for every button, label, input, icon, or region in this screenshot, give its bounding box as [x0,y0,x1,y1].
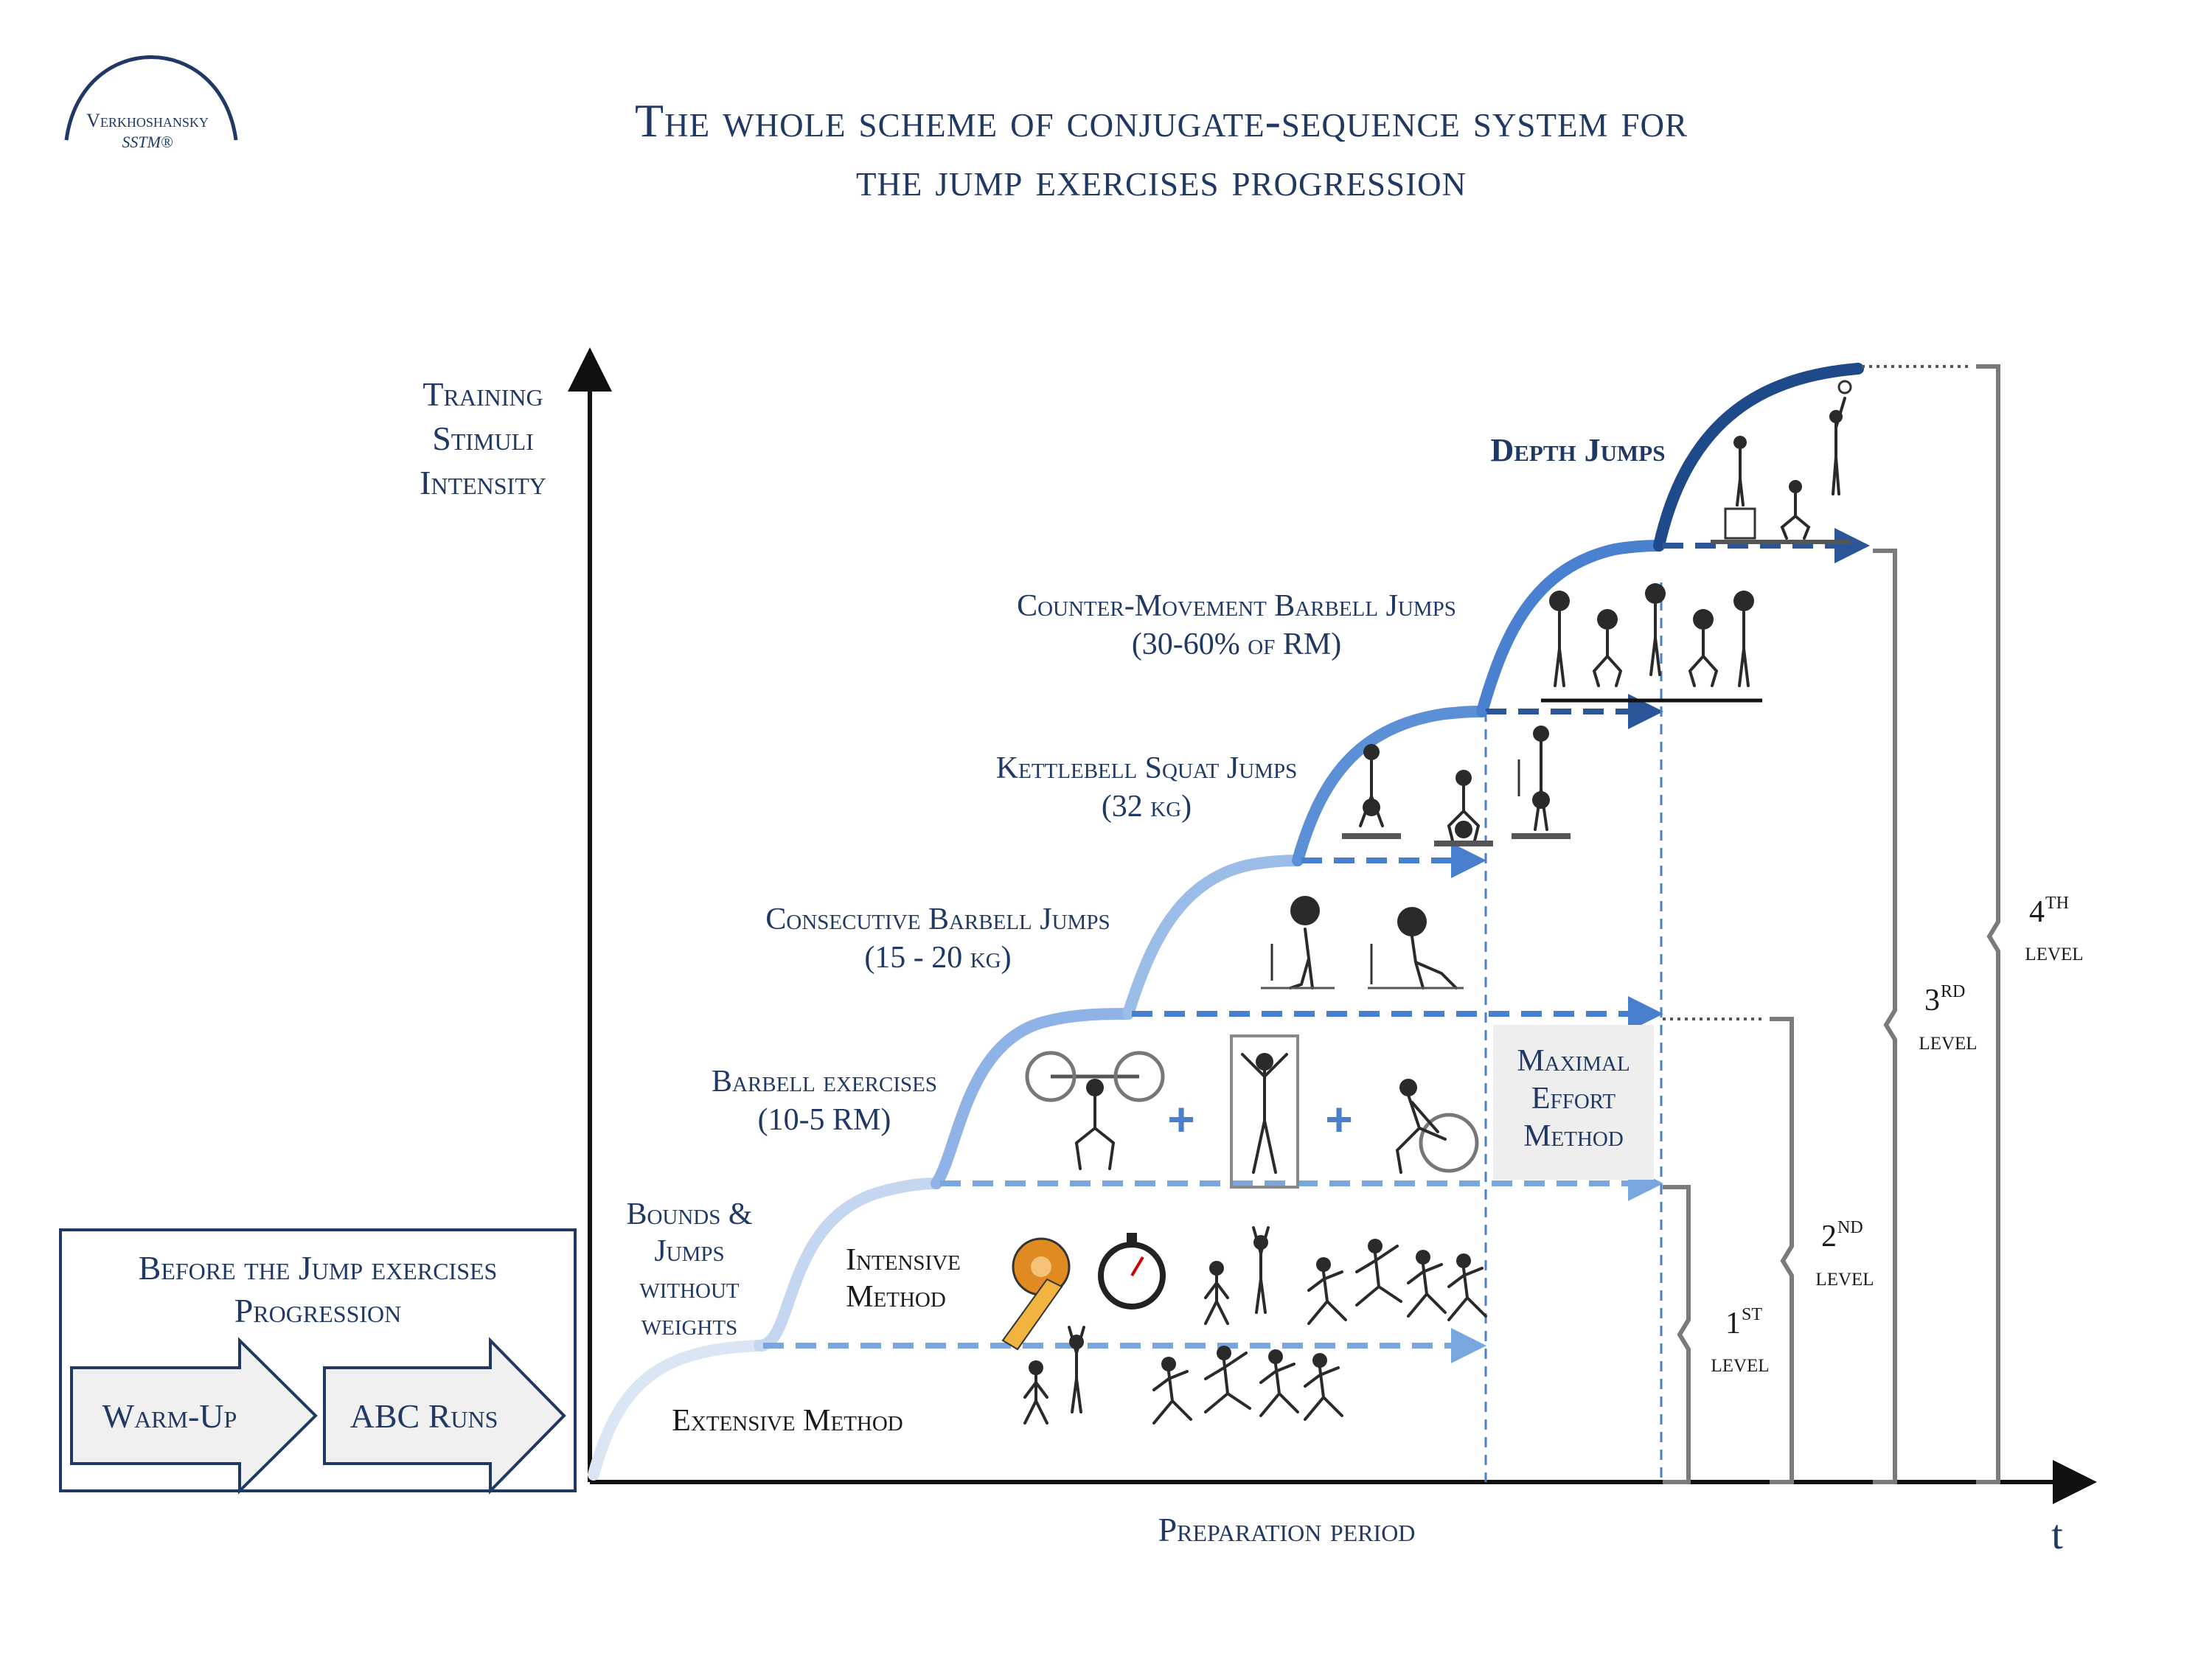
barbell-exercise-figures [1025,1034,1479,1189]
title-line2: the jump exercises progression [856,153,1467,206]
label-bounds-3: without [639,1271,740,1305]
dashed-arrows [763,528,1870,1363]
y-label-3: Intensity [420,464,546,501]
before-box-title-2: Progression [234,1292,402,1329]
label-kettlebell-2: (32 kg) [1102,790,1192,824]
label-barbell-2: (10-5 RM) [758,1103,891,1137]
curve-step-3 [931,1008,1134,1189]
level-brackets [1663,364,2000,1484]
level-4-num: 4 [2029,895,2045,929]
maximal-effort-1: Maximal [1517,1044,1630,1078]
before-box: Before the Jump exercises Progression Wa… [59,1228,577,1495]
level-3-sup: RD [1941,982,1965,1001]
curve-step-1 [588,1340,769,1481]
plus-sign-2: + [1325,1093,1352,1146]
label-intensive-2: Method [846,1280,946,1314]
label-depth-jumps: Depth Jumps [1490,432,1665,468]
curve-step-2 [754,1178,942,1352]
y-label-1: Training [422,375,543,413]
level-1-text: level [1711,1348,1769,1377]
label-kettlebell-1: Kettlebell Squat Jumps [996,751,1297,785]
level-4-sup: TH [2045,894,2069,913]
x-axis-symbol: t [2051,1512,2063,1558]
curve-step-5 [1292,706,1488,866]
countermovement-figures [1541,583,1762,703]
curve-step-6 [1476,540,1665,717]
logo: Verkhoshansky SSTM® [64,55,238,151]
level-2-sup: ND [1837,1218,1863,1237]
label-countermovement-1: Counter-Movement Barbell Jumps [1017,589,1456,623]
level-1-num: 1 [1725,1307,1741,1340]
maximal-effort-3: Method [1523,1119,1624,1153]
logo-line1: Verkhoshansky [86,110,209,131]
bracket-level-1 [1663,1185,1691,1484]
jump-figures-extensive [1023,1326,1343,1425]
label-consecutive-2: (15 - 20 kg) [864,941,1011,975]
label-bounds-2: Jumps [654,1234,724,1268]
bracket-level-2 [1770,1017,1794,1484]
before-box-title-1: Before the Jump exercises [139,1249,498,1287]
tape-measure-icon [1001,1237,1071,1351]
jump-figures-intensive [1204,1226,1487,1325]
label-extensive: Extensive Method [672,1404,903,1438]
exercise-illustrations [1023,380,1852,1425]
bracket-level-3 [1873,549,1897,1484]
bracket-level-4 [1976,364,2000,1484]
curve-step-7 [1653,363,1864,552]
level-4-label: 4 TH level [2025,894,2083,966]
level-2-text: level [1815,1262,1874,1291]
maximal-effort-box [1493,1025,1654,1180]
curve-step-4 [1122,855,1304,1020]
label-intensive-1: Intensive [846,1243,961,1277]
level-3-label: 3 RD level [1919,982,1977,1055]
label-barbell-1: Barbell exercises [712,1065,937,1099]
level-3-num: 3 [1924,984,1940,1018]
label-bounds-1: Bounds & [626,1197,752,1231]
label-consecutive-1: Consecutive Barbell Jumps [765,902,1110,936]
warmup-arrow [70,1337,318,1495]
consecutive-jump-figures [1261,896,1464,990]
title-line1: The whole scheme of conjugate-sequence s… [635,94,1688,147]
level-4-text: level [2025,936,2083,966]
kettlebell-figures [1342,726,1571,846]
label-countermovement-2: (30-60% of RM) [1132,627,1341,661]
x-axis-label: Preparation period [1158,1511,1416,1548]
abc-runs-label: ABC Runs [350,1397,498,1435]
y-label-2: Stimuli [432,420,534,457]
warmup-label: Warm-Up [102,1397,237,1435]
level-1-sup: ST [1742,1305,1762,1324]
level-2-num: 2 [1821,1220,1837,1253]
level-2-label: 2 ND level [1815,1218,1874,1291]
plus-sign-1: + [1167,1093,1194,1146]
progression-curve [588,363,1864,1481]
depth-jump-figures [1711,380,1852,544]
stopwatch-icon [1098,1233,1166,1310]
abc-runs-arrow [323,1337,566,1495]
maximal-effort-2: Effort [1531,1082,1615,1116]
level-3-text: level [1919,1026,1977,1055]
logo-line2: SSTM® [122,133,173,151]
level-1-label: 1 ST level [1711,1305,1769,1377]
label-bounds-4: weights [641,1308,737,1342]
logo-arc [64,55,238,141]
